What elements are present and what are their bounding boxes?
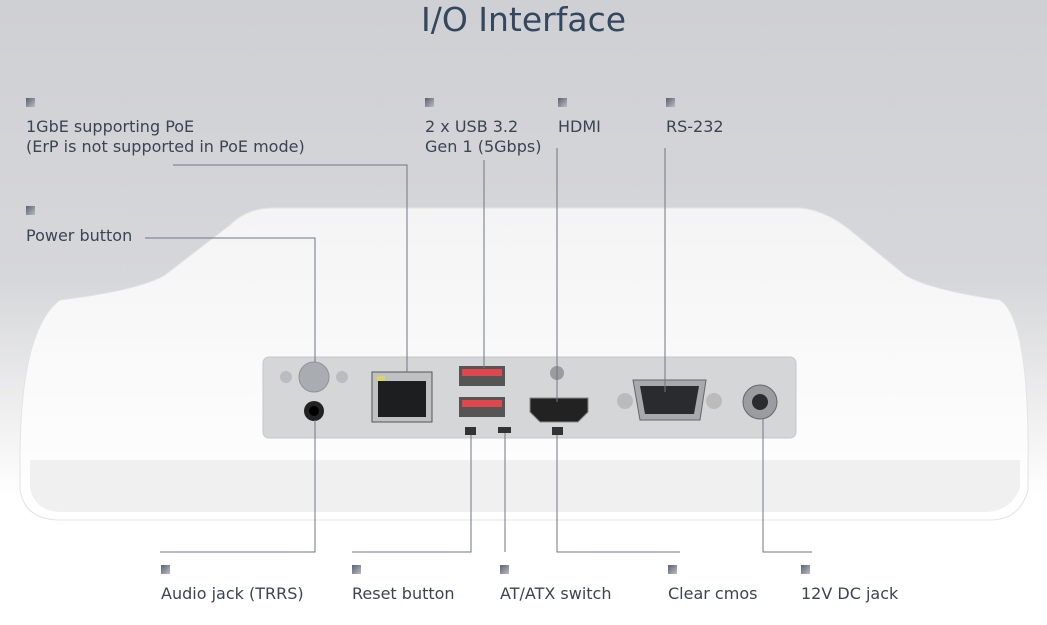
label-line: 1GbE supporting PoE [26,117,195,136]
label-power-button: Power button [26,226,133,245]
marker-icon [26,98,35,107]
marker-icon [352,565,361,574]
label-at-atx-switch: AT/ATX switch [500,584,612,603]
page-title: I/O Interface [420,0,627,39]
marker-icon [500,565,509,574]
hdmi-port [529,397,589,423]
label-dc-jack: 12V DC jack [801,584,899,603]
marker-icon [801,565,810,574]
label-audio-jack: Audio jack (TRRS) [161,584,304,603]
label-lan-poe: 1GbE supporting PoE (ErP is not supporte… [26,117,305,157]
label-line: 2 x USB 3.2 [425,117,519,136]
label-usb: 2 x USB 3.2 Gen 1 (5Gbps) [425,117,541,157]
marker-icon [161,565,170,574]
label-hdmi: HDMI [558,117,601,136]
marker-icon [425,98,434,107]
marker-icon [668,565,677,574]
marker-icon [26,206,35,215]
marker-icon [558,98,567,107]
label-reset-button: Reset button [352,584,455,603]
leader-lines [145,148,812,553]
label-clear-cmos: Clear cmos [668,584,758,603]
power-button [298,361,330,393]
marker-icon [666,98,675,107]
label-line: (ErP is not supported in PoE mode) [26,137,305,156]
label-line: Gen 1 (5Gbps) [425,137,542,156]
label-rs232: RS-232 [666,117,724,136]
